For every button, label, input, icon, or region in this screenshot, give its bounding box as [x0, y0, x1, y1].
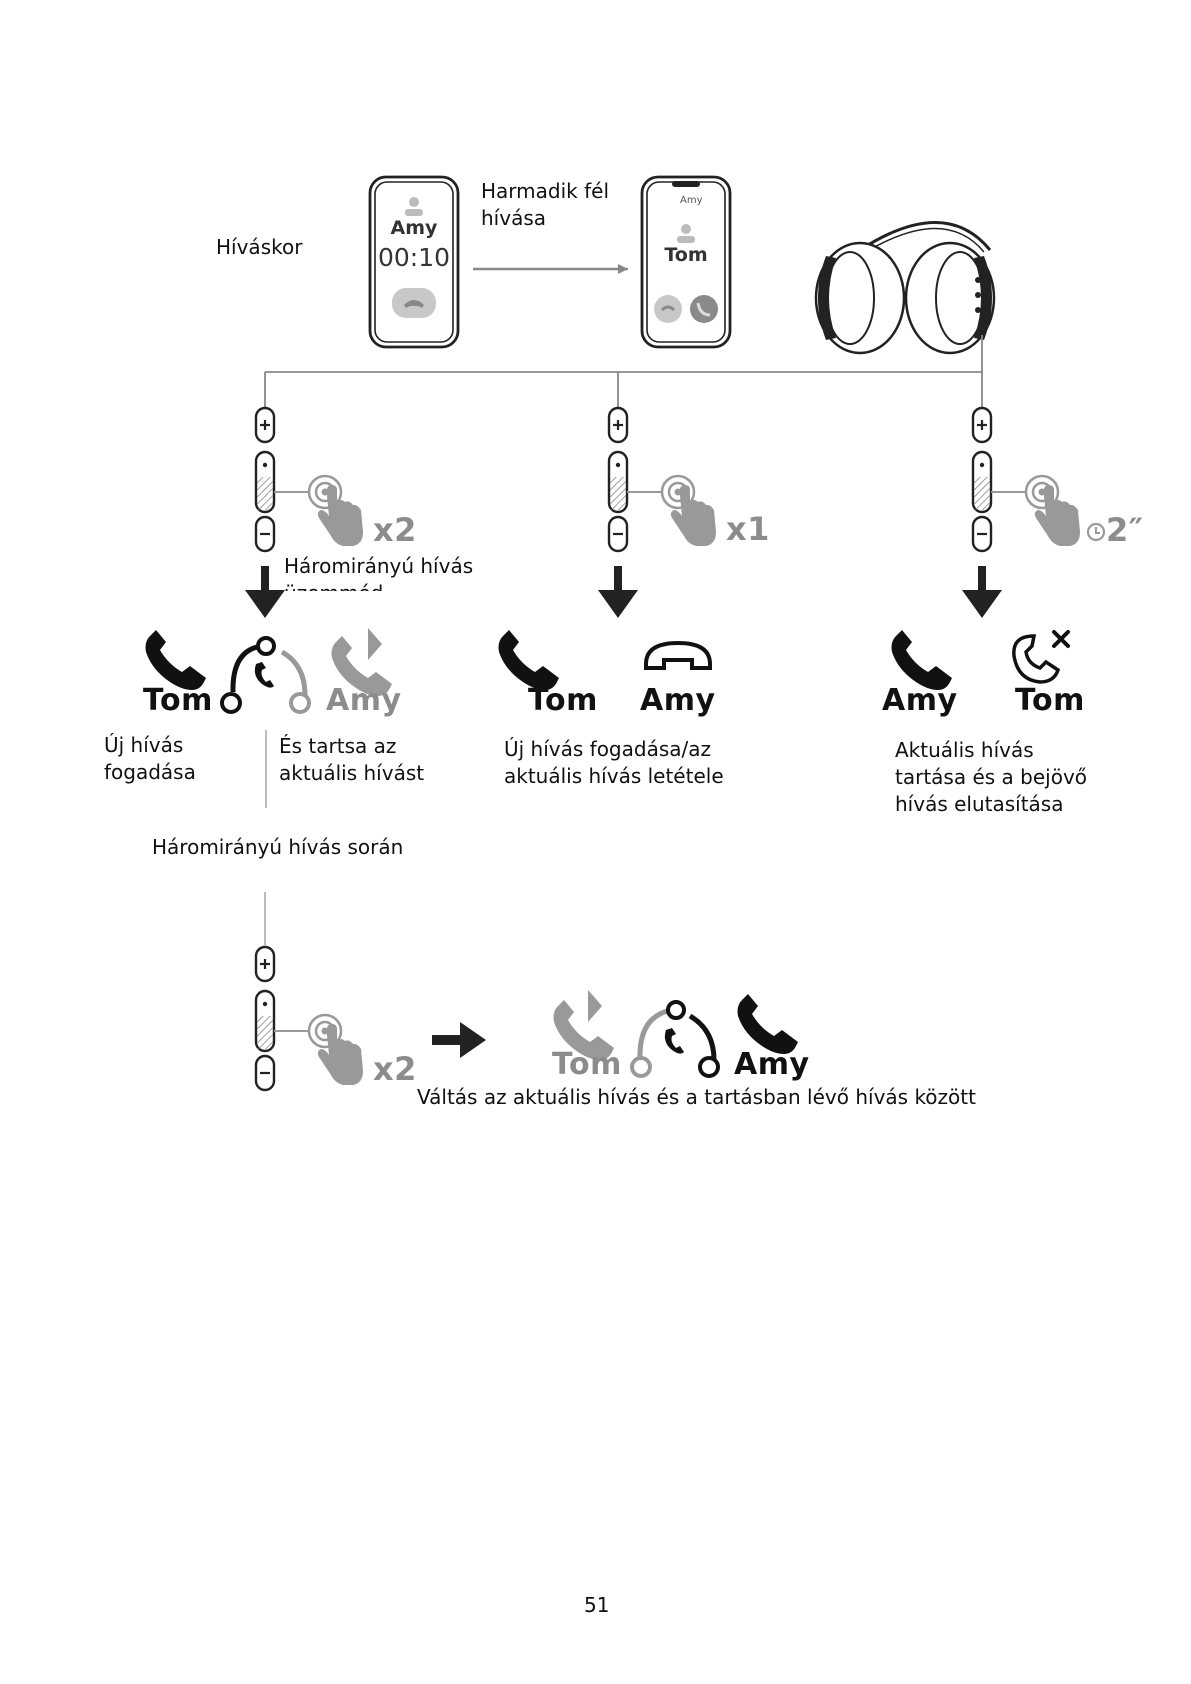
- incoming-call-icon: [331, 628, 392, 696]
- incoming-call-icon: [553, 990, 614, 1060]
- phone-icon: [498, 630, 559, 690]
- caller-name-tom: Tom: [552, 1047, 622, 1082]
- hangup-icon: [644, 640, 712, 670]
- phone1-timer: 00:10: [377, 243, 451, 272]
- label-during-three-way: Háromirányú hívás során: [152, 835, 404, 859]
- caller-name-amy: Amy: [734, 1047, 810, 1082]
- gesture-tap-twice: x2: [373, 1050, 417, 1088]
- phone-icon: [145, 630, 206, 690]
- finger-tap-icon: [1024, 474, 1082, 548]
- volume-control-icon: [254, 945, 276, 1092]
- phone-mockup-second-call: [640, 175, 732, 349]
- phone-mockup-current-call: [368, 175, 460, 349]
- caller-name-tom: Tom: [1015, 683, 1085, 718]
- caller-name-tom: Tom: [528, 683, 598, 718]
- caller-name-amy: Amy: [326, 683, 402, 718]
- label-on-call: Híváskor: [216, 235, 303, 259]
- headphones-icon: [814, 221, 996, 355]
- label-three-way-mode: Háromirányú hívás üzemmód: [284, 554, 474, 591]
- label-answer-new-end-current: Új hívás fogadása/az aktuális hívás leté…: [504, 737, 724, 788]
- label-and-hold-current: És tartsa az aktuális hívást: [279, 734, 425, 785]
- label-answer-new-call: Új hívás fogadása: [104, 733, 196, 784]
- arrow-down-icon: [598, 566, 638, 618]
- active-dot: [698, 1056, 720, 1078]
- merge-call-icon: [637, 1000, 717, 1061]
- hold-dot: [289, 692, 311, 714]
- arrow-down-icon: [962, 566, 1002, 618]
- volume-control-icon: [607, 406, 629, 553]
- reject-call-icon: [1012, 630, 1070, 684]
- phone1-caller: Amy: [390, 217, 438, 239]
- finger-tap-icon: [307, 1013, 365, 1087]
- hold-dot: [630, 1056, 652, 1078]
- label-hold-and-reject: Aktuális hívás tartása és a bejövő hívás…: [895, 738, 1088, 816]
- label-third-party-call: Harmadik fél hívása: [481, 179, 609, 230]
- volume-control-icon: [254, 406, 276, 553]
- phone-icon: [891, 630, 952, 690]
- caller-name-amy: Amy: [882, 683, 958, 718]
- caller-name-amy: Amy: [640, 683, 716, 718]
- clock-icon: [1086, 522, 1106, 542]
- phone2-caller: Tom: [664, 244, 708, 266]
- merge-call-icon: [230, 636, 308, 696]
- arrow-right-icon: [432, 1022, 486, 1058]
- gesture-tap-once: x1: [726, 510, 770, 548]
- finger-tap-icon: [307, 474, 365, 548]
- phone-icon: [737, 994, 798, 1054]
- gesture-hold-2s: 2″: [1106, 511, 1144, 549]
- arrow-down-icon: [245, 566, 285, 618]
- phone2-top-caller: Amy: [680, 195, 703, 206]
- gesture-tap-twice: x2: [373, 511, 417, 549]
- label-switch-calls: Váltás az aktuális hívás és a tartásban …: [417, 1085, 976, 1109]
- finger-tap-icon: [660, 474, 718, 548]
- volume-control-icon: [971, 406, 993, 553]
- active-dot: [220, 692, 242, 714]
- caller-name-tom: Tom: [143, 683, 213, 718]
- page-number: 51: [584, 1593, 610, 1617]
